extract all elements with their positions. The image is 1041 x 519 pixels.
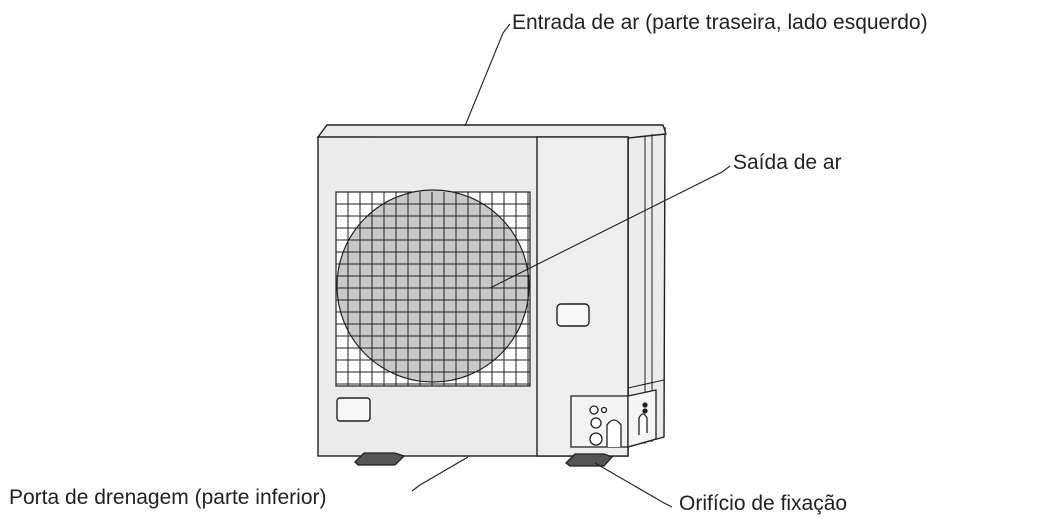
handle-recess [556,303,590,327]
fan-circle [336,189,530,383]
pipe-knockout [606,419,622,447]
unit-feet [354,452,614,467]
label-air-inlet: Entrada de ar (parte traseira, lado esqu… [512,11,928,34]
port-small-1 [589,405,599,415]
piping-cover [570,389,657,448]
unit-top-panel [316,124,667,139]
leader-drain-port [411,456,469,492]
label-drain-port: Porta de drenagem (parte inferior) [9,486,327,509]
label-fixing-hole: Orifício de fixação [679,492,848,515]
fan-grille [335,189,531,387]
right-foot [565,453,614,467]
port-medium [590,417,602,429]
bottom-vent [336,397,371,422]
leader-fixing-hole [594,462,673,508]
port-large [589,432,603,446]
port-small-2 [600,406,608,414]
left-foot [354,452,406,466]
leader-air-outlet [489,165,731,289]
leader-air-inlet [464,23,511,127]
leader-lines [411,23,731,508]
label-air-outlet: Saída de ar [733,151,842,174]
